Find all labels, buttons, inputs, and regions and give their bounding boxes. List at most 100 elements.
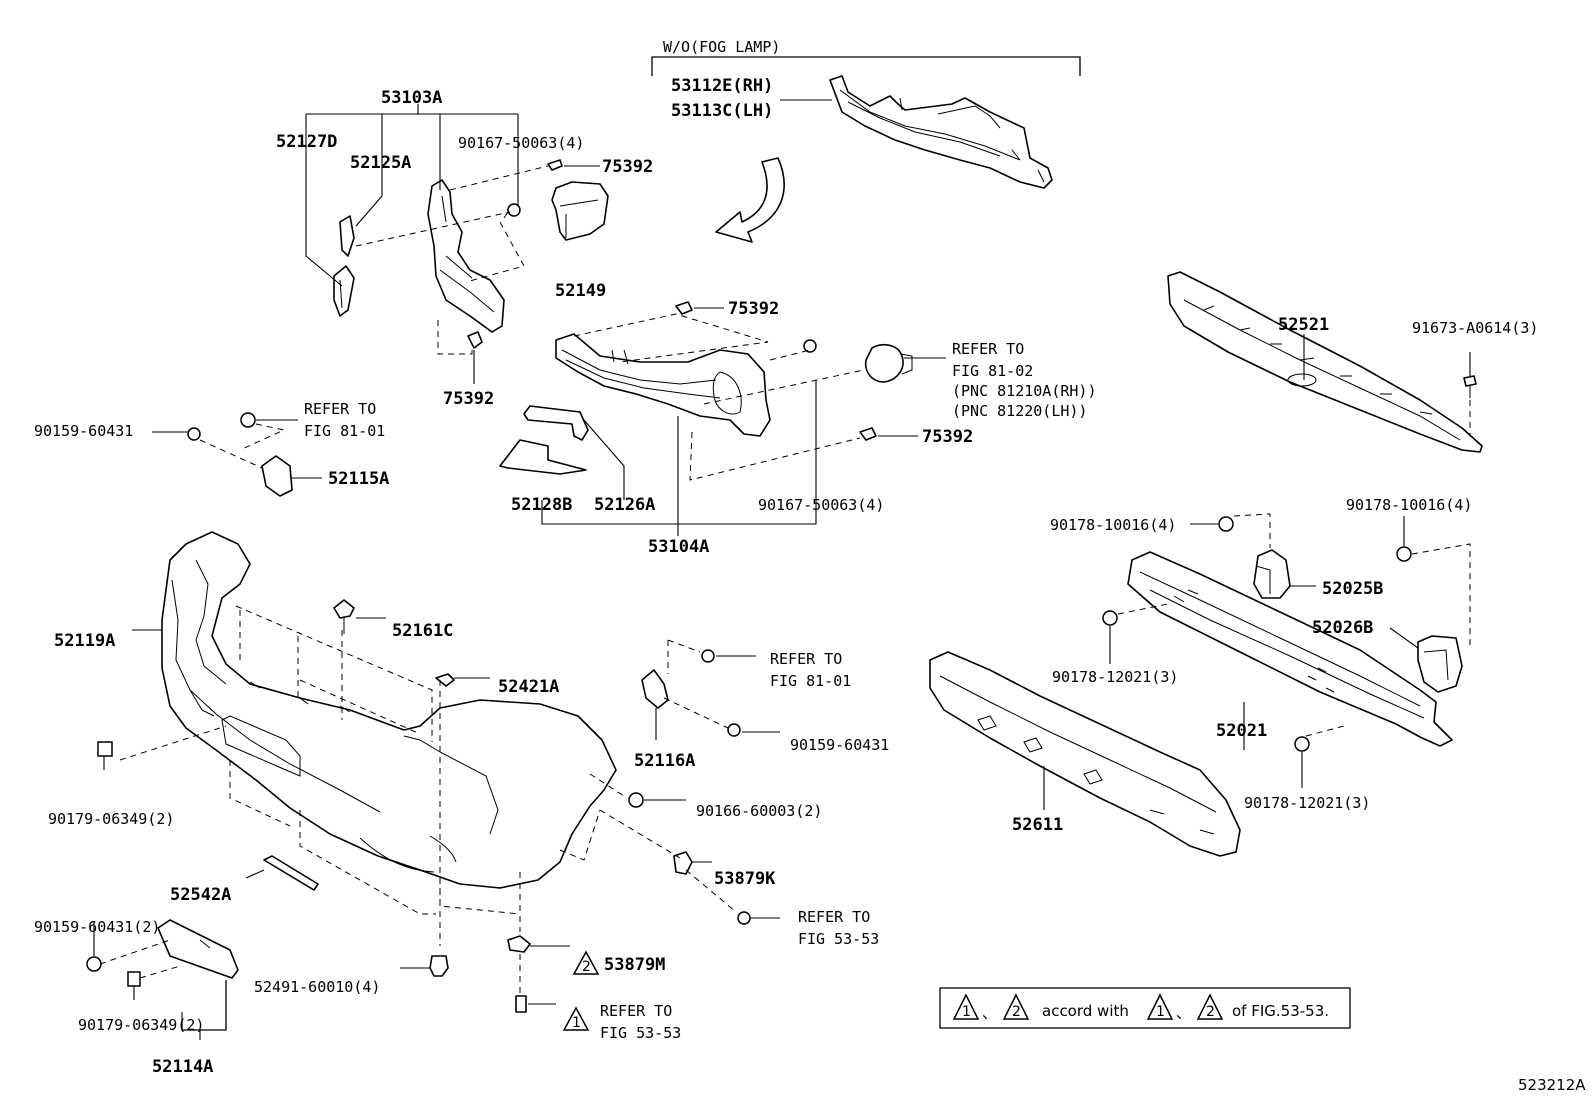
screw-90167-top-art [503, 203, 521, 219]
label-wo-fog-lamp: W/O(FOG LAMP) [663, 38, 780, 56]
retainer-52116a-art [641, 669, 669, 740]
label-refer-d: REFER TO [798, 908, 870, 926]
label-75392-a: 75392 [602, 157, 653, 177]
nut-90178-12021-a-art [1102, 603, 1169, 664]
label-90178-10016-a: 90178-10016(4) [1050, 516, 1176, 534]
label-52491: 52491-60010(4) [254, 978, 380, 996]
fog-lamp-art [864, 343, 913, 383]
clip-52161c-art [333, 599, 386, 634]
direction-arrow [715, 157, 785, 243]
stay-52025b-art [1253, 549, 1316, 599]
screw-90159-a-art [152, 427, 201, 441]
screw-refer-53-53-b-art [515, 995, 556, 1013]
label-fig-81-02: FIG 81-02 [952, 362, 1033, 380]
dashes-53103a [355, 165, 549, 355]
license-bracket-52114a-art [157, 919, 239, 1040]
clip-75392-c-art [675, 301, 693, 315]
figure-id: 523212A [1518, 1076, 1586, 1094]
label-52611: 52611 [1012, 815, 1063, 835]
label-52119a: 52119A [54, 631, 115, 651]
clip-75392-a-art [547, 159, 563, 171]
label-52116a: 52116A [634, 751, 695, 771]
label-52149: 52149 [555, 281, 606, 301]
nut-53879m-art [507, 935, 570, 994]
grille-cover-53112e-art [829, 75, 1053, 189]
nut-90178-12021-b-art [1294, 725, 1345, 788]
label-53104a: 53104A [648, 537, 709, 557]
label-90159-b: 90159-60431 [790, 736, 889, 754]
part-52128b-art [499, 439, 587, 475]
stay-52026b-art [1389, 627, 1463, 693]
seal-52542a-art [245, 855, 319, 891]
label-fig-81-01-b: FIG 81-01 [770, 672, 851, 690]
label-90178-10016-b: 90178-10016(4) [1346, 496, 1472, 514]
clip-52491-art [400, 955, 449, 977]
note-accord-with: accord with [1042, 1002, 1129, 1020]
label-pnc-lh: (PNC 81220(LH)) [952, 402, 1087, 420]
label-52026b: 52026B [1312, 618, 1373, 638]
label-90178-12021-b: 90178-12021(3) [1244, 794, 1370, 812]
label-fig-81-01-a: FIG 81-01 [304, 422, 385, 440]
label-52126a: 52126A [594, 495, 655, 515]
label-75392-c: 75392 [443, 389, 494, 409]
note-triangle-2b-number: 2 [1206, 1004, 1215, 1020]
triangle-2-icon [572, 950, 600, 975]
bracket-part-53103a-art [427, 179, 505, 333]
label-refer-fog: REFER TO [952, 340, 1024, 358]
screw-90166-art [628, 792, 686, 808]
note-separator-b: 、 [1176, 1004, 1191, 1022]
cover-52149-art [551, 181, 609, 241]
label-91673: 91673-A0614(3) [1412, 319, 1538, 337]
label-52125a: 52125A [350, 153, 411, 173]
triangle-2-number: 2 [582, 959, 591, 975]
retainer-53879k-art [673, 851, 712, 875]
label-90167-mid: 90167-50063(4) [758, 496, 884, 514]
screw-90159-b-art [663, 697, 780, 737]
label-52421a: 52421A [498, 677, 559, 697]
nut-90178-10016-a-art [1190, 513, 1271, 548]
absorber-52521-art [1167, 271, 1483, 453]
absorber-52611-art [929, 651, 1241, 857]
label-52521: 52521 [1278, 315, 1329, 335]
label-53112e: 53112E(RH) [671, 76, 773, 96]
label-90159-a: 90159-60431 [34, 422, 133, 440]
label-52161c: 52161C [392, 621, 453, 641]
label-53103a: 53103A [381, 88, 442, 108]
label-52128b: 52128B [511, 495, 572, 515]
dashes-53104a [573, 313, 865, 481]
label-90179-a: 90179-06349(2) [48, 810, 174, 828]
note-separator-a: 、 [982, 1004, 997, 1022]
triangle-1-number: 1 [572, 1015, 581, 1031]
label-53113c: 53113C(LH) [671, 101, 773, 121]
nut-90178-10016-b-art [1396, 516, 1471, 650]
label-53879k: 53879K [714, 869, 776, 889]
nut-90179-a-art [97, 741, 113, 770]
label-75392-d: 75392 [922, 427, 973, 447]
label-90166: 90166-60003(2) [696, 802, 822, 820]
label-90159-c: 90159-60431(2) [34, 918, 160, 936]
label-fig-53-53-a: FIG 53-53 [798, 930, 879, 948]
label-pnc-rh: (PNC 81210A(RH)) [952, 382, 1097, 400]
label-52021: 52021 [1216, 721, 1267, 741]
clip-75392-b-art [467, 331, 483, 349]
refer-81-01-a-art [240, 412, 298, 428]
note-triangle-2-number: 2 [1012, 1004, 1021, 1020]
nut-90179-b-art [127, 965, 183, 1020]
clip-75392-d-art [859, 427, 877, 441]
label-refer-b: REFER TO [304, 400, 376, 418]
bracket-53104a [541, 380, 817, 536]
label-53879m: 53879M [604, 955, 665, 975]
note-triangle-2b-icon [1196, 993, 1224, 1020]
triangle-1-icon [562, 1006, 590, 1031]
dashes-52119a [119, 605, 737, 946]
label-refer-e: REFER TO [600, 1002, 672, 1020]
retainer-52115a-art [261, 455, 322, 497]
note-triangle-1-icon [952, 993, 980, 1020]
wo-fog-lamp-bracket [651, 56, 1081, 76]
part-52126a-art [523, 405, 589, 441]
label-90179-b: 90179-06349(2) [78, 1016, 204, 1034]
label-52114a: 52114A [152, 1057, 213, 1077]
label-52115a: 52115A [328, 469, 389, 489]
note-triangle-2-icon [1002, 993, 1030, 1020]
